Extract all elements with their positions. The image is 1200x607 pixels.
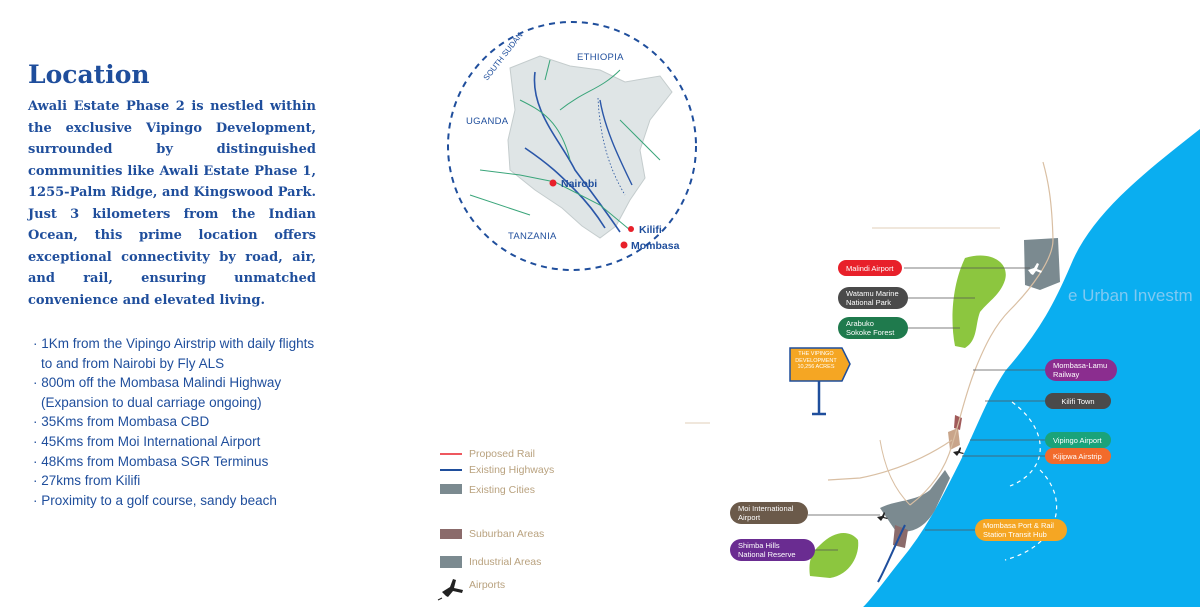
feature-item: · 27kms from Kilifi	[33, 473, 141, 489]
tag-kijipwa-airstrip: Kijipwa Airstrip	[1045, 448, 1111, 464]
legend-industrial-areas: Industrial Areas	[469, 556, 542, 568]
label-nairobi: Nairobi	[561, 178, 598, 190]
malindi-city	[1024, 238, 1060, 290]
vipingo-sign-board	[789, 347, 851, 382]
feature-item: · 45Kms from Moi International Airport	[33, 433, 261, 449]
kenya-shape	[507, 55, 673, 239]
intro-paragraph: Awali Estate Phase 2 is nestled within t…	[28, 99, 316, 308]
tag-vipingo-airport: Vipingo Airport	[1045, 432, 1111, 448]
legend-existing-highways: Existing Highways	[469, 464, 555, 476]
vipingo-sign-text: THE VIPINGO DEVELOPMENT 10,256 ACRES	[795, 351, 837, 370]
legend-existing-cities: Existing Cities	[469, 484, 535, 496]
label-tanzania: TANZANIA	[508, 231, 557, 242]
airport-icon	[1028, 263, 1042, 275]
label-uganda: UGANDA	[466, 116, 509, 127]
feature-item: · 35Kms from Mombasa CBD	[33, 414, 210, 430]
feature-item: · 1Km from the Vipingo Airstrip with dai…	[33, 336, 315, 371]
shimba-hills	[809, 533, 859, 578]
tag-kilifi-town: Kilifi Town	[1045, 393, 1111, 409]
feature-list: · 1Km from the Vipingo Airstrip with dai…	[28, 334, 328, 510]
tag-malindi-airport: Malindi Airport	[838, 260, 902, 276]
tag-moi-airport: Moi International Airport	[730, 502, 808, 524]
label-mombasa: Mombasa	[631, 240, 680, 252]
feature-item: · 800m off the Mombasa Malindi Highway (…	[33, 375, 282, 410]
legend-suburban-areas: Suburban Areas	[469, 528, 545, 540]
tag-arabuko: Arabuko Sokoke Forest	[838, 317, 908, 339]
legend-proposed-rail: Proposed Rail	[469, 448, 535, 460]
label-ethiopia: ETHIOPIA	[577, 52, 624, 63]
label-kilifi: Kilifi	[639, 224, 662, 236]
tag-mombasa-port: Mombasa Port & Rail Station Transit Hub	[975, 519, 1067, 541]
feature-item: · 48Kms from Mombasa SGR Terminus	[33, 453, 269, 469]
tag-mombasa-lamu-railway: Mombasa-Lamu Railway	[1045, 359, 1117, 381]
tag-shimba-hills: Shimba Hills National Reserve	[730, 539, 815, 561]
feature-item: · Proximity to a golf course, sandy beac…	[33, 492, 277, 508]
page-title: Location	[28, 60, 150, 89]
watermark-text: e Urban Investm	[1068, 286, 1193, 305]
tag-watamu: Watamu Marine National Park	[838, 287, 908, 309]
arabuko-forest	[952, 255, 1006, 348]
legend-airports: Airports	[469, 579, 506, 591]
